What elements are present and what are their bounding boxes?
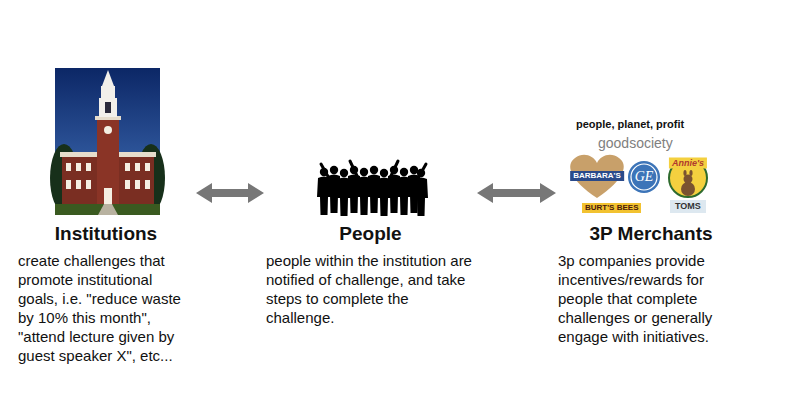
- logo-text: BARBARA'S: [570, 171, 624, 181]
- node-description: people within the institution are notifi…: [266, 251, 475, 327]
- logo-text: TOMS: [670, 200, 706, 213]
- building-photo-part: [66, 180, 71, 189]
- merchant-logos-part: [689, 170, 692, 176]
- building-photo-part: [76, 180, 81, 189]
- building-photo-part: [135, 163, 140, 171]
- people-silhouettes: [317, 161, 428, 216]
- connector-layer: [196, 183, 556, 203]
- people-silhouettes-part: [321, 161, 426, 180]
- building-photo-part: [135, 180, 140, 189]
- building-photo-part: [55, 68, 160, 215]
- merchant-logos-part: [631, 164, 657, 190]
- building-photo-part: [102, 70, 114, 86]
- building-photo-part: [98, 204, 118, 215]
- building-photo-part: [101, 86, 115, 99]
- building-photo-part: [76, 163, 81, 171]
- building-photo-part: [99, 98, 117, 117]
- merchant-logos-part: [570, 155, 624, 198]
- node-heading: People: [266, 223, 475, 245]
- building-photo-part: [55, 204, 160, 215]
- building-photo-part: [97, 118, 119, 207]
- logo-text: BURT'S BEES: [582, 203, 641, 213]
- logo-text: people, planet, profit: [576, 119, 684, 130]
- column-node: Institutions create challenges that promo…: [18, 66, 194, 365]
- building-photo-part: [86, 180, 91, 189]
- logo-text: goodsociety: [598, 136, 673, 150]
- merchant-logos-part: [681, 182, 695, 196]
- building-photo-part: [125, 180, 130, 189]
- building-photo-part: [125, 163, 130, 171]
- column-node: People people within the institution are …: [266, 66, 475, 327]
- building-photo: [50, 68, 165, 215]
- merchant-logos-part: [683, 170, 686, 176]
- logo-text: GE: [635, 170, 654, 184]
- node-heading: 3P Merchants: [558, 223, 744, 245]
- double-arrow: [477, 183, 556, 203]
- logo-text: Annie's: [669, 158, 707, 169]
- node-description: create challenges that promote instituti…: [18, 251, 194, 365]
- building-photo-part: [104, 126, 112, 134]
- node-heading: Institutions: [18, 223, 194, 245]
- merchant-logos-part: [628, 161, 660, 193]
- building-photo-part: [105, 102, 111, 113]
- node-description: 3p companies provide incentives/rewards …: [558, 251, 744, 346]
- building-photo-part: [66, 163, 71, 171]
- building-photo-part: [145, 163, 150, 171]
- double-arrow: [196, 183, 264, 203]
- merchant-logos: [570, 155, 707, 198]
- building-photo-part: [86, 163, 91, 171]
- building-photo-part: [145, 180, 150, 189]
